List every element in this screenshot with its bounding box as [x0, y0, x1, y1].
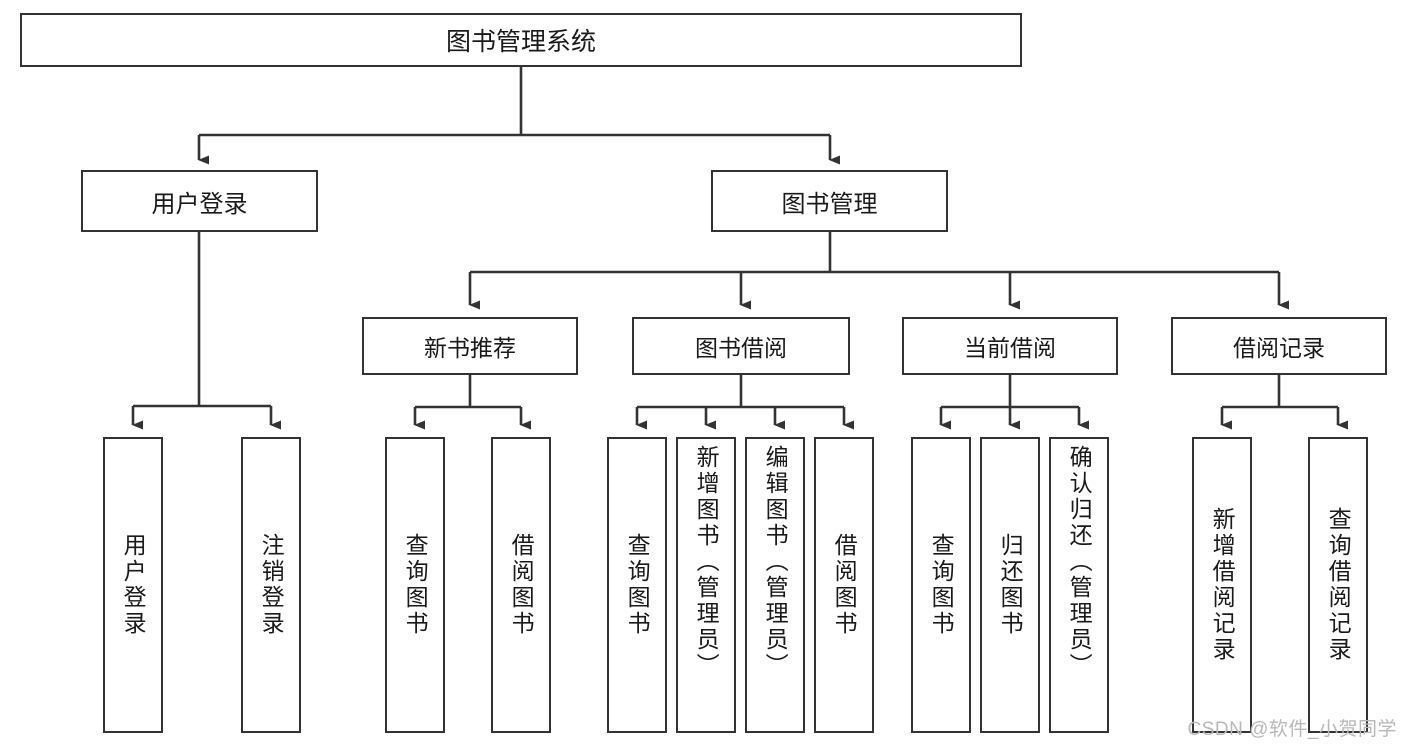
node-label: 图书管理系统 — [445, 28, 596, 56]
node-label: 借阅记录 — [1233, 335, 1325, 361]
node-label: 查询借阅记录 — [1325, 507, 1352, 663]
node-root-system[interactable]: 图书管理系统 — [20, 13, 1022, 67]
node-label: 查询图书 — [402, 533, 429, 637]
node-label: 用户登录 — [151, 190, 248, 218]
leaf-return-book[interactable]: 归还图书 — [980, 437, 1040, 733]
node-current-borrow[interactable]: 当前借阅 — [902, 317, 1118, 375]
node-label: 查询图书 — [624, 533, 651, 637]
node-label: 确认归还（管理员） — [1066, 445, 1093, 679]
node-label: 新增借阅记录 — [1209, 507, 1236, 663]
node-label: 新增图书（管理员） — [693, 445, 720, 679]
leaf-user-logout[interactable]: 注销登录 — [241, 437, 301, 733]
leaf-borrow-book[interactable]: 借阅图书 — [814, 437, 874, 733]
node-label: 图书管理 — [781, 190, 878, 218]
node-label: 查询图书 — [928, 533, 955, 637]
node-label: 图书借阅 — [695, 335, 787, 361]
node-label: 当前借阅 — [964, 335, 1056, 361]
leaf-query-book-recommend[interactable]: 查询图书 — [385, 437, 445, 733]
leaf-borrow-book-recommend[interactable]: 借阅图书 — [491, 437, 551, 733]
leaf-query-borrow-record[interactable]: 查询借阅记录 — [1308, 437, 1368, 733]
leaf-user-login[interactable]: 用户登录 — [103, 437, 163, 733]
leaf-edit-book-admin[interactable]: 编辑图书（管理员） — [745, 437, 805, 733]
node-book-borrow[interactable]: 图书借阅 — [632, 317, 850, 375]
node-new-book-recommend[interactable]: 新书推荐 — [362, 317, 578, 375]
leaf-confirm-return-admin[interactable]: 确认归还（管理员） — [1049, 437, 1109, 733]
node-label: 注销登录 — [258, 533, 285, 637]
node-label: 归还图书 — [997, 533, 1024, 637]
node-label: 新书推荐 — [424, 335, 516, 361]
leaf-add-borrow-record[interactable]: 新增借阅记录 — [1192, 437, 1252, 733]
node-label: 编辑图书（管理员） — [762, 445, 789, 679]
leaf-query-book-borrow[interactable]: 查询图书 — [607, 437, 667, 733]
node-label: 用户登录 — [120, 533, 147, 637]
node-book-management[interactable]: 图书管理 — [711, 170, 948, 232]
node-label: 借阅图书 — [831, 533, 858, 637]
node-label: 借阅图书 — [508, 533, 535, 637]
leaf-add-book-admin[interactable]: 新增图书（管理员） — [676, 437, 736, 733]
leaf-query-book-current[interactable]: 查询图书 — [911, 437, 971, 733]
node-borrow-record[interactable]: 借阅记录 — [1171, 317, 1387, 375]
node-user-login[interactable]: 用户登录 — [81, 170, 318, 232]
